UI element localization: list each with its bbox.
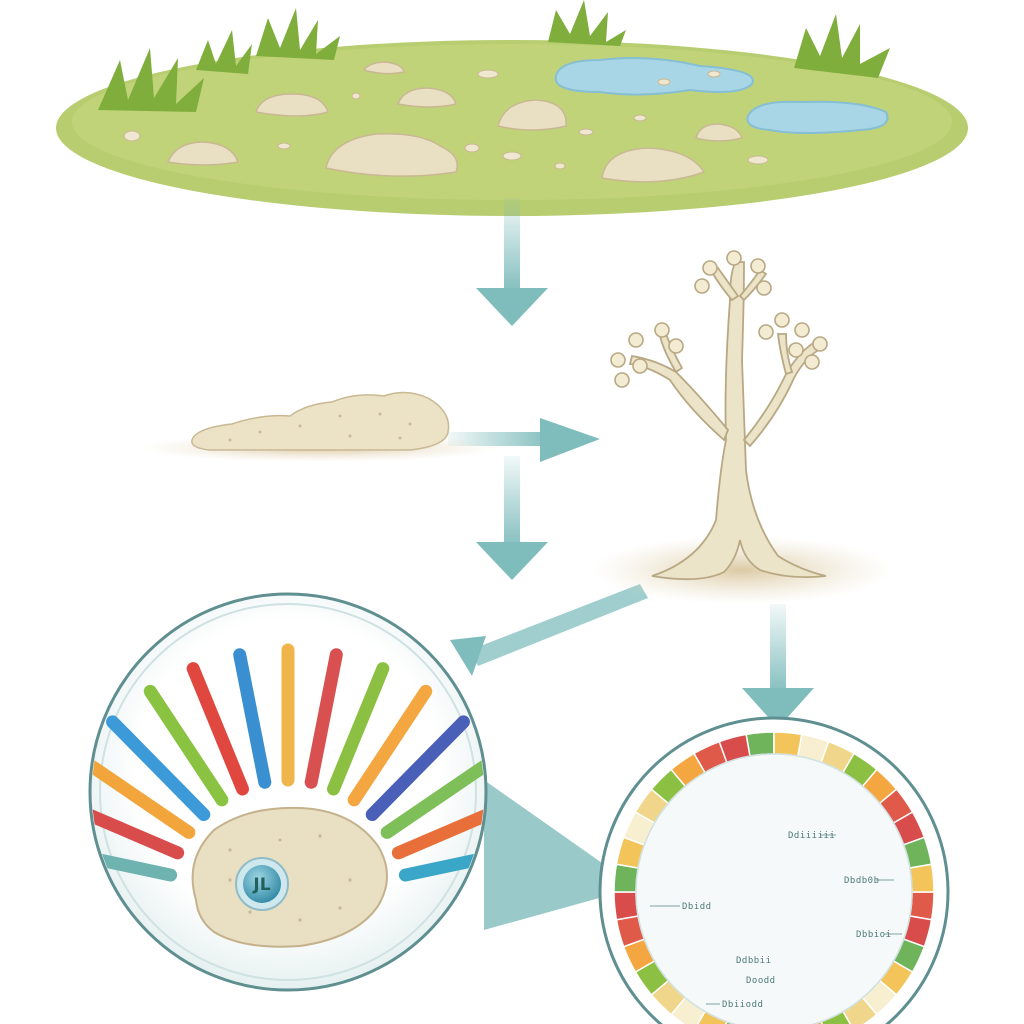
chromosome xyxy=(380,752,484,839)
soil-specks xyxy=(123,69,769,170)
nucleus: JL xyxy=(235,857,289,911)
ring-segment xyxy=(613,863,639,893)
chromosome xyxy=(304,648,343,789)
arrow-fruiting-body-to-lens xyxy=(450,584,648,676)
chromosome xyxy=(106,715,211,822)
stalk xyxy=(628,261,827,581)
zoom-beam xyxy=(484,780,628,930)
ring-segment xyxy=(909,863,935,893)
svg-text:Ddbbii: Ddbbii xyxy=(736,956,772,966)
chromosome xyxy=(398,841,484,882)
ring-label-3: Dbidd xyxy=(650,902,712,912)
chromosome-fan xyxy=(92,643,484,882)
meadow-habitat xyxy=(56,0,968,216)
flow-arrows xyxy=(448,198,814,930)
ring-label-1: Ddiiiiii xyxy=(788,831,836,841)
ring-label-2: Dbdb0b xyxy=(844,876,894,886)
amoeba-aggregates xyxy=(166,61,743,183)
arrow-meadow-to-slug xyxy=(476,198,548,326)
svg-text:Doodd: Doodd xyxy=(746,976,776,986)
chromosome xyxy=(347,684,433,807)
chromosome xyxy=(327,662,390,796)
ring-label-6: Doodd xyxy=(746,976,776,986)
ring-segment xyxy=(909,891,935,921)
chromosome xyxy=(186,662,249,796)
chromosome xyxy=(391,795,484,860)
svg-text:Dbidd: Dbidd xyxy=(682,902,712,912)
ring-segment xyxy=(613,891,639,921)
puddle xyxy=(554,57,889,134)
chromosome xyxy=(92,841,178,882)
svg-text:Dbbioi: Dbbioi xyxy=(856,930,892,940)
ring-label-5: Ddbbii xyxy=(736,956,772,966)
cell-magnification-lens: JL xyxy=(88,592,488,992)
migrating-slug xyxy=(140,391,500,462)
svg-text:Ddiiiiii: Ddiiiiii xyxy=(788,831,835,841)
amoeba-cell: JL xyxy=(191,806,388,948)
grass-tufts xyxy=(98,0,890,112)
genome-ring-lens: Ddiiiiii Dbdb0b Dbidd Dbbioi Ddbbii Dood… xyxy=(598,716,950,1024)
chromosome xyxy=(233,648,272,789)
ring-segment xyxy=(745,731,775,757)
chromosome xyxy=(365,715,470,822)
ring-labels: Ddiiiiii Dbdb0b Dbidd Dbbioi Ddbbii Dood… xyxy=(650,831,902,1010)
chromosome xyxy=(92,752,196,839)
nucleus-label: JL xyxy=(252,875,270,895)
ring-label-4: Dbbioi xyxy=(856,930,902,940)
fruiting-body xyxy=(592,250,892,604)
chromosome xyxy=(92,795,185,860)
arrow-slug-to-cell xyxy=(476,456,548,580)
chromosome xyxy=(143,684,229,807)
spore-heads xyxy=(610,250,828,388)
ring-segment xyxy=(773,731,803,757)
arrow-fruiting-body-to-genome xyxy=(742,604,814,728)
ring-label-7: Dbiiodd xyxy=(706,1000,763,1010)
svg-text:Dbdb0b: Dbdb0b xyxy=(844,876,880,886)
svg-text:Dbiiodd: Dbiiodd xyxy=(722,1000,763,1010)
